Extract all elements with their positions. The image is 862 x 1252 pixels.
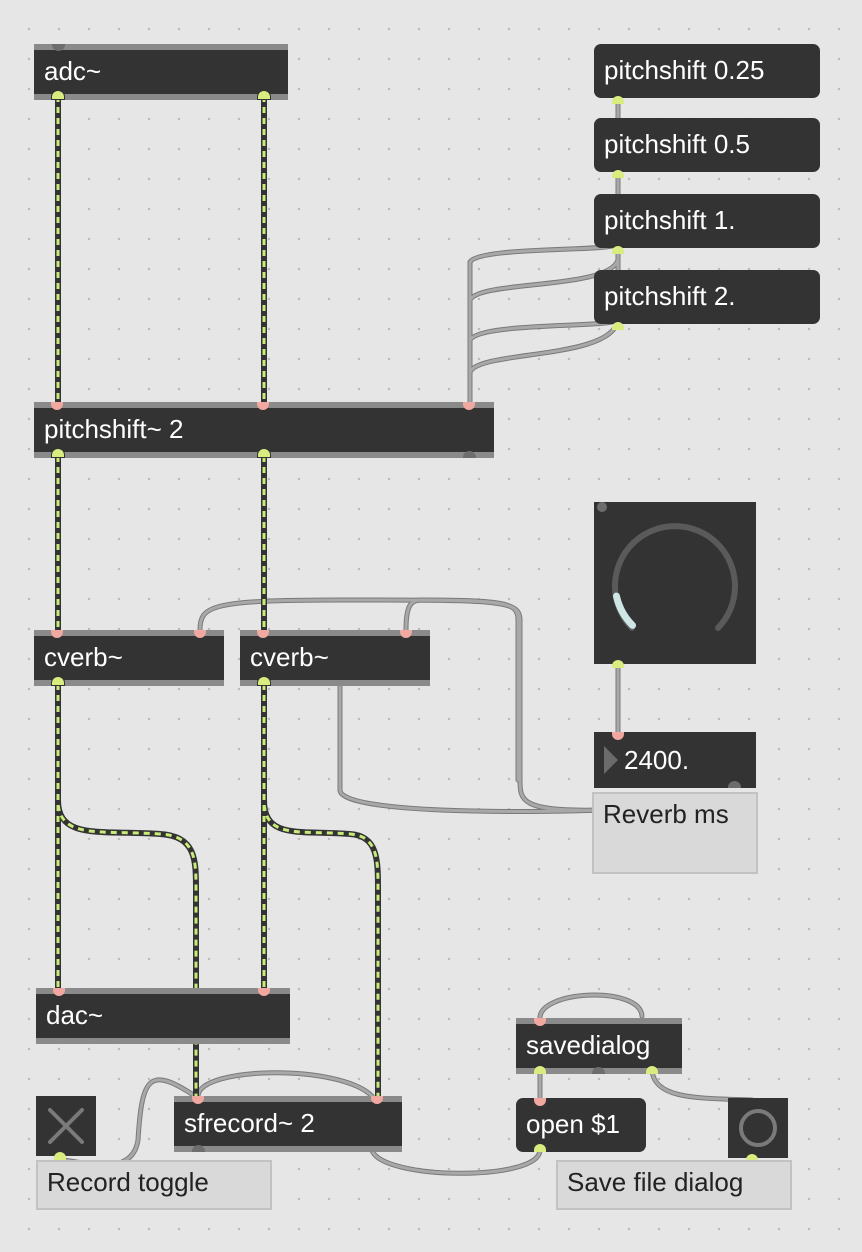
- number-outlet-right[interactable]: [728, 781, 741, 788]
- cord-open-to-sfrecord: [369, 1147, 543, 1176]
- record-toggle[interactable]: [36, 1096, 96, 1160]
- comment-reverb-ms: Reverb ms: [592, 792, 758, 874]
- cord-sfrecord-left-loop: [195, 1070, 375, 1099]
- message-label: pitchshift 1.: [604, 205, 736, 235]
- dac-label: dac~: [46, 1000, 104, 1030]
- reverb-dial[interactable]: [594, 502, 756, 668]
- open-outlet[interactable]: [534, 1144, 546, 1152]
- number-value: 2400.: [624, 745, 690, 775]
- cverb-left-inlet-left[interactable]: [51, 630, 63, 638]
- save-button-bang[interactable]: [728, 1098, 788, 1162]
- cverb-right-inlet-right[interactable]: [400, 630, 412, 638]
- savedialog-label: savedialog: [526, 1030, 651, 1060]
- dac-inlet-left[interactable]: [53, 988, 65, 996]
- sfrecord-label: sfrecord~ 2: [184, 1108, 315, 1138]
- cord-savedialog-loop: [537, 992, 645, 1023]
- pitchshift-label: pitchshift~ 2: [44, 414, 184, 444]
- sfrecord-outlet[interactable]: [192, 1145, 205, 1152]
- cord-number-to-cverb-r: [337, 681, 603, 814]
- pitchshift-inlet-middle[interactable]: [257, 402, 269, 410]
- adc-label: adc~: [44, 56, 102, 86]
- pitchshift-inlet-right[interactable]: [463, 402, 475, 410]
- pitchshift-object[interactable]: pitchshift~ 2: [34, 402, 494, 458]
- adc-inlet[interactable]: [52, 44, 65, 51]
- toggle-outlet[interactable]: [54, 1152, 66, 1160]
- button-outlet[interactable]: [746, 1154, 758, 1162]
- cverb-left-label: cverb~: [44, 642, 123, 672]
- message-pitchshift-1[interactable]: pitchshift 1.: [594, 194, 820, 254]
- open-inlet[interactable]: [534, 1098, 546, 1106]
- message-outlet[interactable]: [612, 322, 624, 330]
- cverb-right-inlet-left[interactable]: [257, 630, 269, 638]
- dac-inlet-right[interactable]: [258, 988, 270, 996]
- cverb-right-outlet[interactable]: [257, 676, 271, 686]
- pitchshift-outlet-extra[interactable]: [463, 451, 476, 458]
- x-icon: [48, 1108, 84, 1144]
- message-outlet[interactable]: [612, 96, 624, 104]
- circle-icon: [739, 1109, 777, 1147]
- comment-save-file-dialog: Save file dialog: [556, 1160, 792, 1210]
- message-pitchshift-05[interactable]: pitchshift 0.5: [594, 118, 820, 178]
- adc-object[interactable]: adc~: [34, 44, 288, 100]
- message-open[interactable]: open $1: [516, 1098, 646, 1152]
- dac-object[interactable]: dac~: [36, 988, 290, 1044]
- cord-savedialog-to-button: [649, 1067, 755, 1103]
- cord-ps2-to-pitchshift: [467, 317, 621, 408]
- dial-outlet[interactable]: [612, 660, 624, 668]
- message-pitchshift-025[interactable]: pitchshift 0.25: [594, 44, 820, 104]
- savedialog-object[interactable]: savedialog: [516, 1018, 682, 1074]
- number-inlet[interactable]: [612, 732, 624, 740]
- cverb-left-object[interactable]: cverb~: [34, 630, 224, 686]
- cverb-left-outlet[interactable]: [51, 676, 65, 686]
- message-label: pitchshift 0.25: [604, 55, 765, 85]
- pitchshift-outlet-left[interactable]: [51, 448, 65, 458]
- message-open-label: open $1: [526, 1109, 620, 1139]
- adc-outlet-right[interactable]: [257, 90, 271, 100]
- savedialog-inlet[interactable]: [534, 1018, 546, 1026]
- cord-number-to-cverb-r2: [403, 597, 521, 783]
- message-outlet[interactable]: [612, 170, 624, 178]
- cord-ps1-to-pitchshift: [467, 241, 621, 408]
- savedialog-outlet-middle[interactable]: [592, 1067, 605, 1074]
- cord-ps2b-to-pitchshift: [467, 317, 621, 408]
- cverb-left-inlet-right[interactable]: [194, 630, 206, 638]
- cverb-right-object[interactable]: cverb~: [240, 630, 430, 686]
- cverb-right-label: cverb~: [250, 642, 329, 672]
- sfrecord-inlet-left[interactable]: [192, 1096, 204, 1104]
- savedialog-outlet-left[interactable]: [534, 1066, 546, 1074]
- number-triangle-icon: [604, 746, 618, 774]
- message-label: pitchshift 2.: [604, 281, 736, 311]
- comment-record-toggle: Record toggle: [36, 1160, 272, 1210]
- savedialog-outlet-right[interactable]: [646, 1066, 658, 1074]
- reverb-number-box[interactable]: 2400.: [594, 732, 756, 788]
- pitchshift-inlet-left[interactable]: [51, 402, 63, 410]
- adc-outlet-left[interactable]: [51, 90, 65, 100]
- message-pitchshift-2[interactable]: pitchshift 2.: [594, 270, 820, 330]
- sfrecord-inlet-right[interactable]: [371, 1096, 383, 1104]
- message-outlet[interactable]: [612, 246, 624, 254]
- sfrecord-object[interactable]: sfrecord~ 2: [174, 1096, 402, 1152]
- message-label: pitchshift 0.5: [604, 129, 750, 159]
- pitchshift-outlet-right[interactable]: [257, 448, 271, 458]
- dial-graphic: [597, 502, 738, 631]
